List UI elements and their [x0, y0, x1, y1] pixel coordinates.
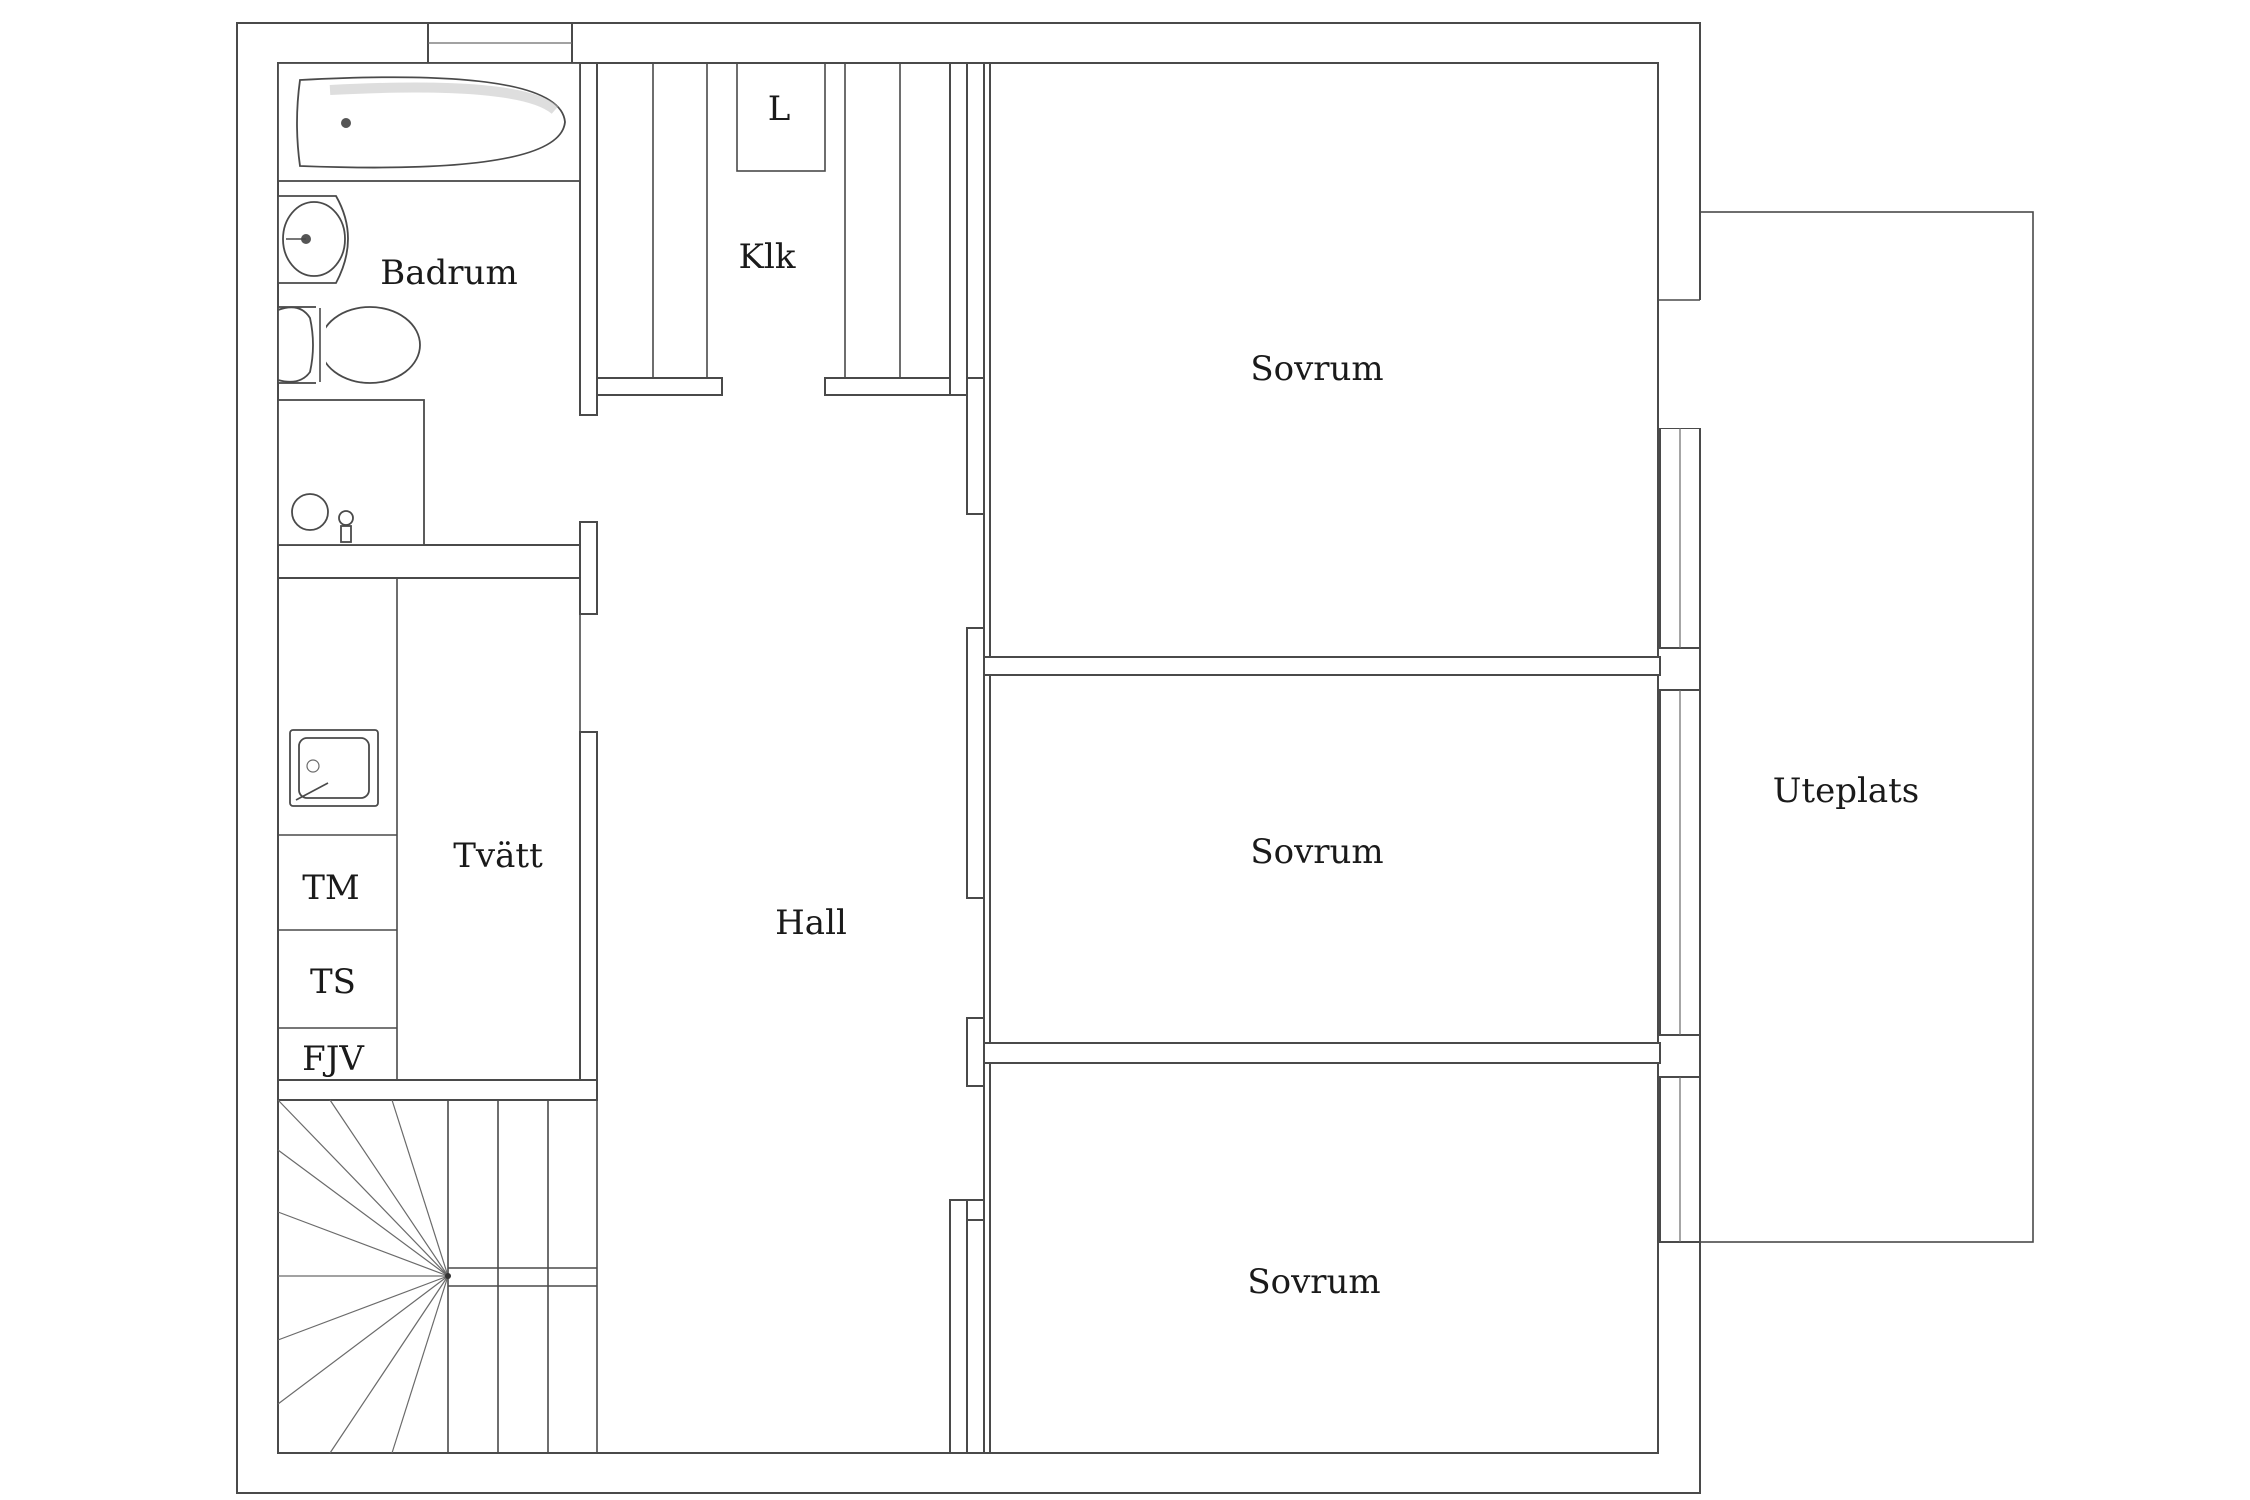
label-tm: TM: [302, 868, 360, 908]
label-ts: TS: [310, 962, 356, 1002]
room-label-badrum: Badrum: [380, 253, 517, 293]
shower: [277, 399, 425, 546]
room-label-uteplats: Uteplats: [1773, 771, 1919, 811]
uteplats-area: [1699, 211, 2034, 1243]
room-label-sovrum-2: Sovrum: [1250, 832, 1383, 872]
laundry-sink: [289, 729, 379, 807]
bathtub: [277, 62, 581, 182]
interior-walls: [277, 62, 1661, 1454]
room-label-sovrum-3: Sovrum: [1247, 1262, 1380, 1302]
laundry-counters: [277, 577, 581, 1081]
label-fjv: FJV: [302, 1039, 365, 1079]
closet-shelves: [596, 62, 901, 378]
room-label-hall: Hall: [775, 903, 847, 943]
staircase: [277, 1099, 598, 1454]
room-label-tvatt: Tvätt: [453, 836, 543, 876]
room-label-klk: Klk: [739, 237, 796, 277]
room-label-l: L: [768, 89, 791, 129]
sink: [277, 195, 349, 284]
toilet: [277, 306, 421, 384]
room-label-sovrum-1: Sovrum: [1250, 349, 1383, 389]
